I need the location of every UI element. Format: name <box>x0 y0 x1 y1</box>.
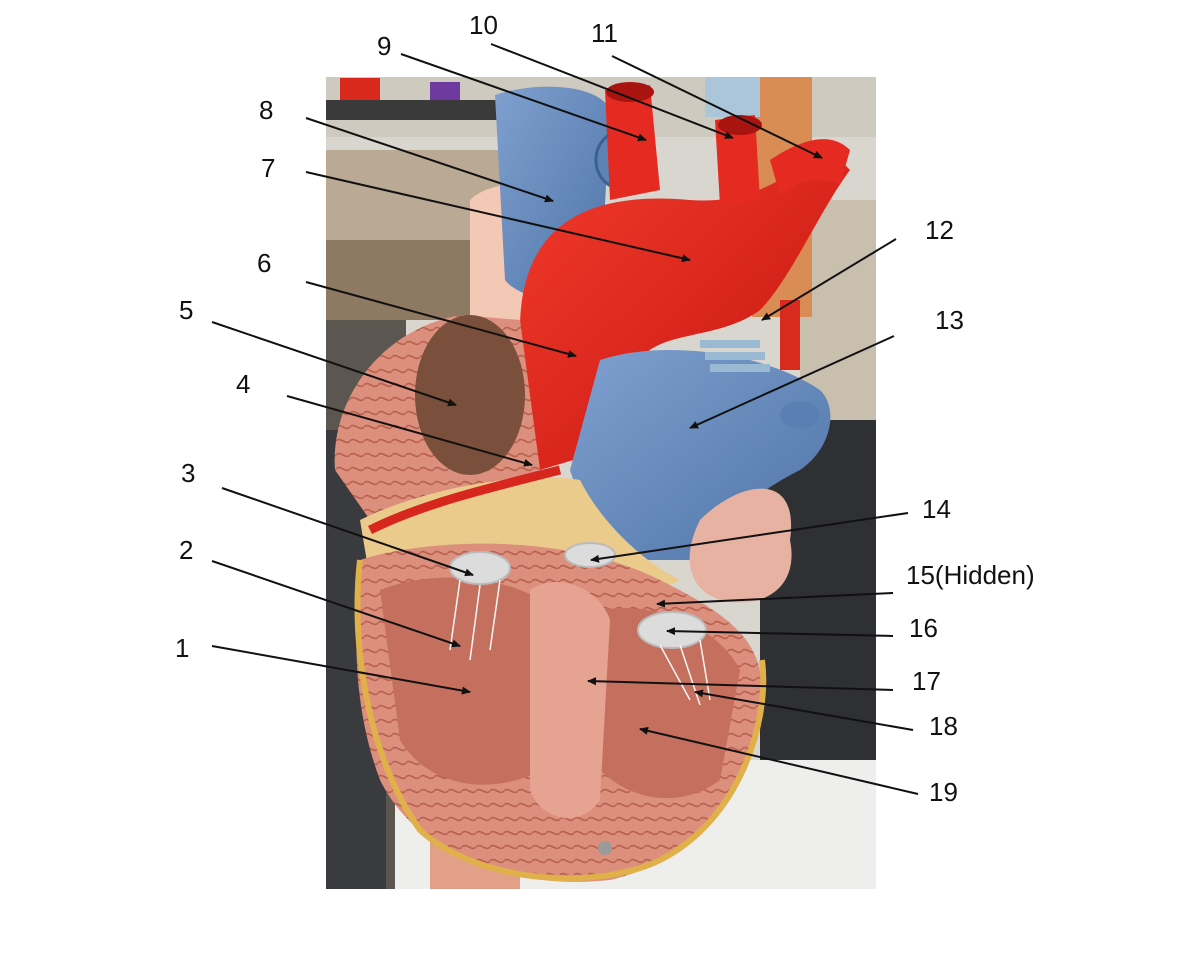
label-19: 19 <box>929 777 958 807</box>
label-17: 17 <box>912 666 941 696</box>
leader-line-1 <box>211 645 471 695</box>
leader-line-7 <box>305 171 691 263</box>
leader-line-5 <box>211 321 457 407</box>
leader-line-18 <box>694 689 914 731</box>
leader-line-3 <box>221 487 474 577</box>
leader-line-12 <box>761 238 897 321</box>
leader-line-2 <box>211 560 461 648</box>
label-11: 11 <box>591 18 618 48</box>
leader-line-9 <box>400 53 647 142</box>
label-10: 10 <box>469 10 498 40</box>
label-8: 8 <box>259 95 274 125</box>
leader-line-6 <box>305 281 577 358</box>
label-12: 12 <box>925 215 954 245</box>
leader-line-8 <box>305 117 554 203</box>
label-3: 3 <box>181 458 196 488</box>
leader-line-17 <box>587 677 894 691</box>
leader-line-10 <box>490 43 734 139</box>
leader-lines <box>211 43 919 795</box>
label-1: 1 <box>175 633 190 663</box>
label-6: 6 <box>257 248 272 278</box>
label-7: 7 <box>261 153 276 183</box>
leader-line-16 <box>666 627 894 637</box>
leader-line-4 <box>286 395 533 467</box>
label-9: 9 <box>377 31 392 61</box>
leader-line-14 <box>590 512 909 563</box>
leader-line-13 <box>689 335 895 429</box>
label-16: 16 <box>909 613 938 643</box>
leader-line-15 <box>656 592 894 608</box>
label-15-hidden: 15(Hidden) <box>906 560 1035 590</box>
heart-model-photo <box>326 77 876 889</box>
label-18: 18 <box>929 711 958 741</box>
leader-line-11 <box>611 55 823 159</box>
label-5: 5 <box>179 295 194 325</box>
label-2: 2 <box>179 535 194 565</box>
label-13: 13 <box>935 305 964 335</box>
label-4: 4 <box>236 369 251 399</box>
leader-line-19 <box>639 726 919 795</box>
label-14: 14 <box>922 494 951 524</box>
